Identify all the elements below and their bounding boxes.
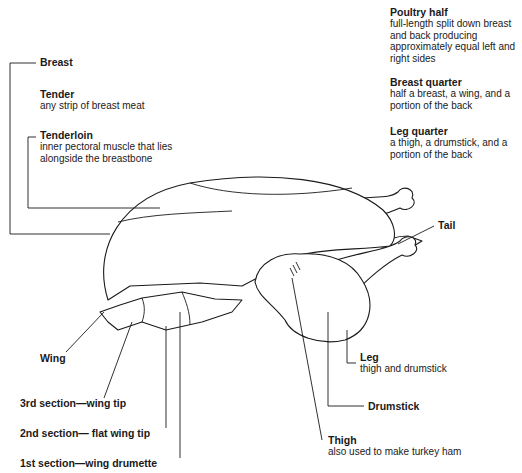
thigh-crease	[290, 262, 300, 276]
part-note: half a breast, a wing, and a portion of …	[390, 88, 518, 111]
part-name: Breast quarter	[390, 76, 510, 88]
part-name: Tail	[438, 219, 498, 231]
leader-line	[292, 278, 322, 440]
part-name: Leg	[360, 351, 440, 363]
part-name: Breast	[40, 56, 120, 68]
part-note: inner pectoral muscle that lies alongsid…	[40, 141, 180, 164]
part-name: Leg quarter	[390, 125, 510, 137]
part-note: a thigh, a drumstick, and a portion of t…	[390, 137, 518, 160]
part-name: Thigh	[328, 434, 388, 446]
part-name: Tender	[40, 88, 120, 100]
leader-line	[398, 226, 434, 244]
part-name: Tenderloin	[40, 129, 120, 141]
wing-joint	[182, 292, 190, 325]
part-note: any strip of breast meat	[40, 100, 180, 112]
part-name: 3rd section—wing tip	[20, 397, 190, 409]
breastbone-line	[190, 183, 352, 194]
wing-joint	[142, 298, 144, 322]
leader-line	[180, 312, 181, 458]
leader-line	[104, 322, 132, 398]
part-note: thigh and drumstick	[360, 363, 480, 375]
part-name: Poultry half	[390, 6, 510, 18]
thigh-shape	[255, 254, 370, 342]
leader-line	[166, 326, 167, 428]
part-name: 1st section—wing drumette	[20, 457, 210, 469]
part-note: full-length split down breast and back p…	[390, 18, 518, 64]
part-name: Wing	[40, 352, 100, 364]
part-note: also used to make turkey ham	[328, 446, 508, 458]
part-name: 2nd section— flat wing tip	[20, 427, 190, 439]
wing-shape	[100, 292, 242, 330]
leader-line	[347, 330, 356, 363]
leader-line	[66, 312, 104, 352]
part-name: Drumstick	[368, 400, 458, 412]
leader-line	[328, 312, 364, 406]
tenderloin-line	[118, 211, 232, 222]
